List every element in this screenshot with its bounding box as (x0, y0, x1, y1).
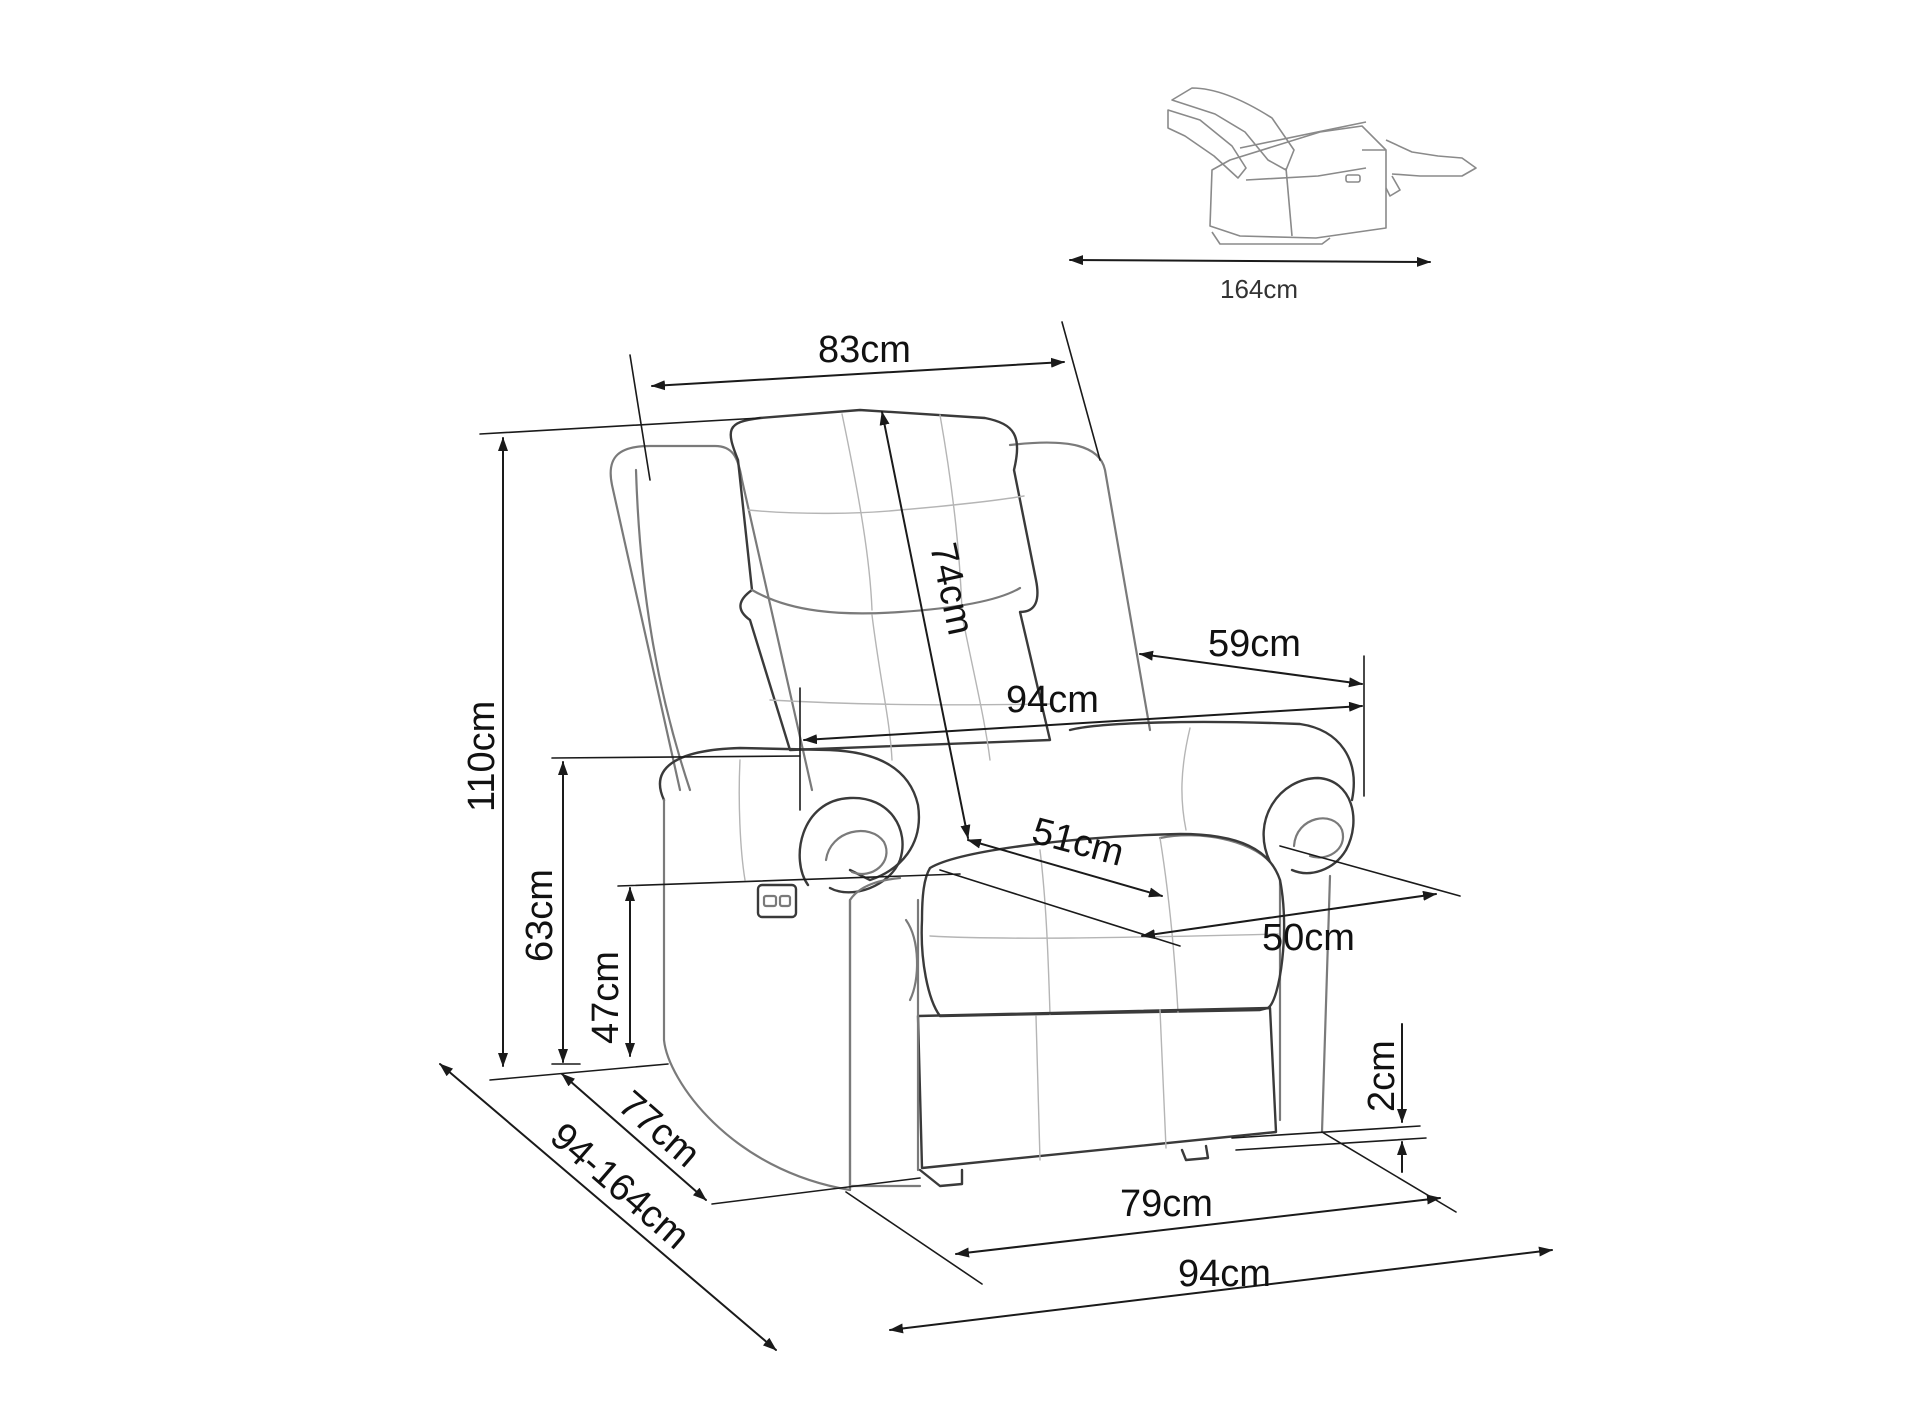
dim-83cm-line (651, 357, 1065, 391)
right-wing (1008, 441, 1152, 732)
front-footrest (916, 1006, 1278, 1170)
dim-79cm-label: 79cm (1120, 1183, 1213, 1225)
dim-110cm-label: 110cm (461, 701, 503, 812)
recliner-chair-drawing (609, 408, 1355, 1192)
reclined-chair-thumbnail (1167, 87, 1477, 245)
control-panel-icon (756, 883, 798, 919)
dim-94cm-top-label: 94cm (1006, 679, 1099, 721)
dim-51cm-line (967, 838, 1163, 898)
dim-94cm-bottom-line (889, 1246, 1553, 1334)
dim-94cm-top-line (803, 701, 1363, 745)
right-foot (1180, 1144, 1210, 1162)
dimension-annotations: 164cm 83cm 110cm 74cm 59cm 94cm 63cm 47c… (439, 255, 1553, 1351)
dim-50cm-label: 50cm (1262, 917, 1355, 959)
dim-94cm-bottom-label: 94cm (1178, 1253, 1271, 1295)
dim-83cm-label: 83cm (818, 329, 911, 371)
dim-74cm-label: 74cm (921, 539, 981, 639)
back-cushion (729, 408, 1052, 752)
dim-50cm-line (1141, 890, 1437, 940)
dim-63cm-label: 63cm (519, 869, 561, 962)
dim-164cm-line (1069, 255, 1431, 267)
left-foot (918, 1168, 964, 1188)
dim-51cm-label: 51cm (1028, 810, 1129, 875)
left-wing (609, 444, 814, 792)
dim-79cm-line (955, 1194, 1441, 1258)
dim-47cm-label: 47cm (585, 951, 627, 1044)
dim-164cm-label: 164cm (1220, 274, 1298, 304)
dim-59cm-line (1139, 650, 1363, 688)
left-armrest (658, 746, 921, 882)
dim-59cm-label: 59cm (1208, 623, 1301, 665)
dim-74cm-line (879, 411, 971, 839)
dim-94-164cm-line (439, 1063, 777, 1351)
dim-2cm-label: 2cm (1361, 1040, 1403, 1112)
right-armrest (1068, 720, 1355, 802)
